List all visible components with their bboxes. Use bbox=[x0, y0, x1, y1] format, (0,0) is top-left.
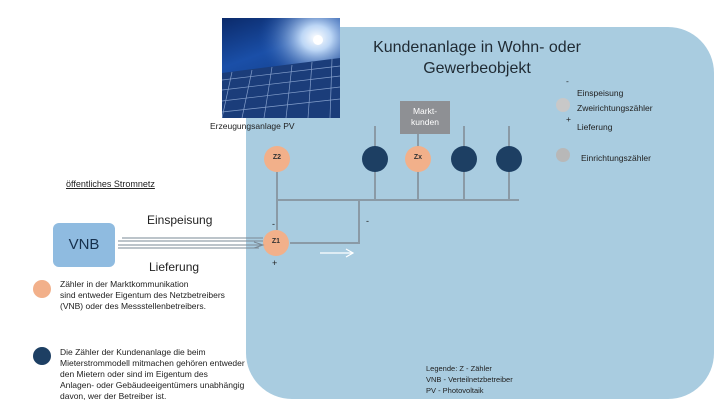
solar-panel-icon bbox=[222, 18, 340, 118]
z1-bus-link bbox=[358, 200, 360, 243]
legend-einrichtung: Einrichtungszähler bbox=[581, 153, 651, 163]
note-light-line-1: Zähler in der Marktkommunikation bbox=[60, 279, 189, 289]
meter-customer-3 bbox=[451, 146, 477, 172]
bus-line bbox=[276, 199, 519, 201]
unidirectional-meter-icon bbox=[556, 148, 570, 162]
legend-bottom-line-1: Legende: Z - Zähler bbox=[426, 364, 492, 373]
meter-z2: Z2 bbox=[264, 146, 290, 172]
note-dark-line-5: davon, wer der Betreiber ist. bbox=[60, 391, 167, 401]
meter-z1: Z1 bbox=[263, 230, 289, 256]
markt-kunden-box: Markt- kunden bbox=[400, 101, 450, 134]
legend-minus: - bbox=[566, 76, 569, 86]
note-dark-line-3: den Mietern oder sind im Eigentum des bbox=[60, 369, 208, 379]
meter-z2-label: Z2 bbox=[272, 154, 282, 161]
pv-label: Erzeugungsanlage PV bbox=[210, 121, 295, 131]
legend-bottom-line-3: PV - Photovoltaik bbox=[426, 386, 484, 395]
dark-meter-dot bbox=[33, 347, 51, 365]
meter-zx-label: Zx bbox=[413, 154, 423, 161]
note-light-line-3: (VNB) oder des Messstellenbetreibers. bbox=[60, 301, 206, 311]
note-market-meters: Zähler in der Marktkommunikation sind en… bbox=[60, 279, 225, 312]
note-dark-line-4: Anlagen- oder Gebäudeeigentümers unabhän… bbox=[60, 380, 245, 390]
markt-line-2: kunden bbox=[411, 117, 439, 127]
legend-einspeisung: Einspeisung bbox=[577, 88, 624, 98]
legend-lieferung: Lieferung bbox=[577, 122, 613, 132]
public-grid-label: öffentliches Stromnetz bbox=[66, 179, 155, 189]
meter-customer-4 bbox=[496, 146, 522, 172]
z1-minus-sign: - bbox=[272, 219, 275, 229]
bidirectional-meter-icon bbox=[556, 98, 570, 112]
title-line-1: Kundenanlage in Wohn- oder bbox=[373, 39, 581, 56]
z1-plus-sign: + bbox=[272, 258, 278, 268]
note-dark-line-1: Die Zähler der Kundenanlage die beim bbox=[60, 347, 206, 357]
meter-zx: Zx bbox=[405, 146, 431, 172]
note-light-line-2: sind entweder Eigentum des Netzbetreiber… bbox=[60, 290, 225, 300]
vnb-box: VNB bbox=[53, 223, 115, 267]
note-customer-meters: Die Zähler der Kundenanlage die beim Mie… bbox=[60, 347, 245, 402]
legend-zweirichtung: Zweirichtungszähler bbox=[577, 103, 653, 113]
lieferung-label: Lieferung bbox=[149, 260, 200, 274]
pv-panel-image bbox=[222, 18, 340, 118]
bus-minus-sign: - bbox=[366, 216, 369, 226]
legend-plus: + bbox=[566, 114, 571, 124]
diagram-title: Kundenanlage in Wohn- oder Gewerbeobjekt bbox=[352, 37, 602, 79]
meter-z1-label: Z1 bbox=[271, 238, 281, 245]
z2-drop-line bbox=[276, 172, 278, 200]
title-line-2: Gewerbeobjekt bbox=[423, 60, 531, 77]
flow-arrows bbox=[118, 237, 355, 258]
note-dark-line-2: Mieterstrommodell mitmachen gehören entw… bbox=[60, 358, 245, 368]
legend-bottom-line-2: VNB - Verteilnetzbetreiber bbox=[426, 375, 513, 384]
meter-customer-1 bbox=[362, 146, 388, 172]
z1-right-line bbox=[290, 242, 360, 244]
markt-line-1: Markt- bbox=[412, 106, 438, 116]
legend-bottom: Legende: Z - Zähler VNB - Verteilnetzbet… bbox=[426, 363, 513, 396]
einspeisung-label: Einspeisung bbox=[147, 213, 213, 227]
z1-up-line bbox=[276, 200, 278, 230]
light-meter-dot bbox=[33, 280, 51, 298]
